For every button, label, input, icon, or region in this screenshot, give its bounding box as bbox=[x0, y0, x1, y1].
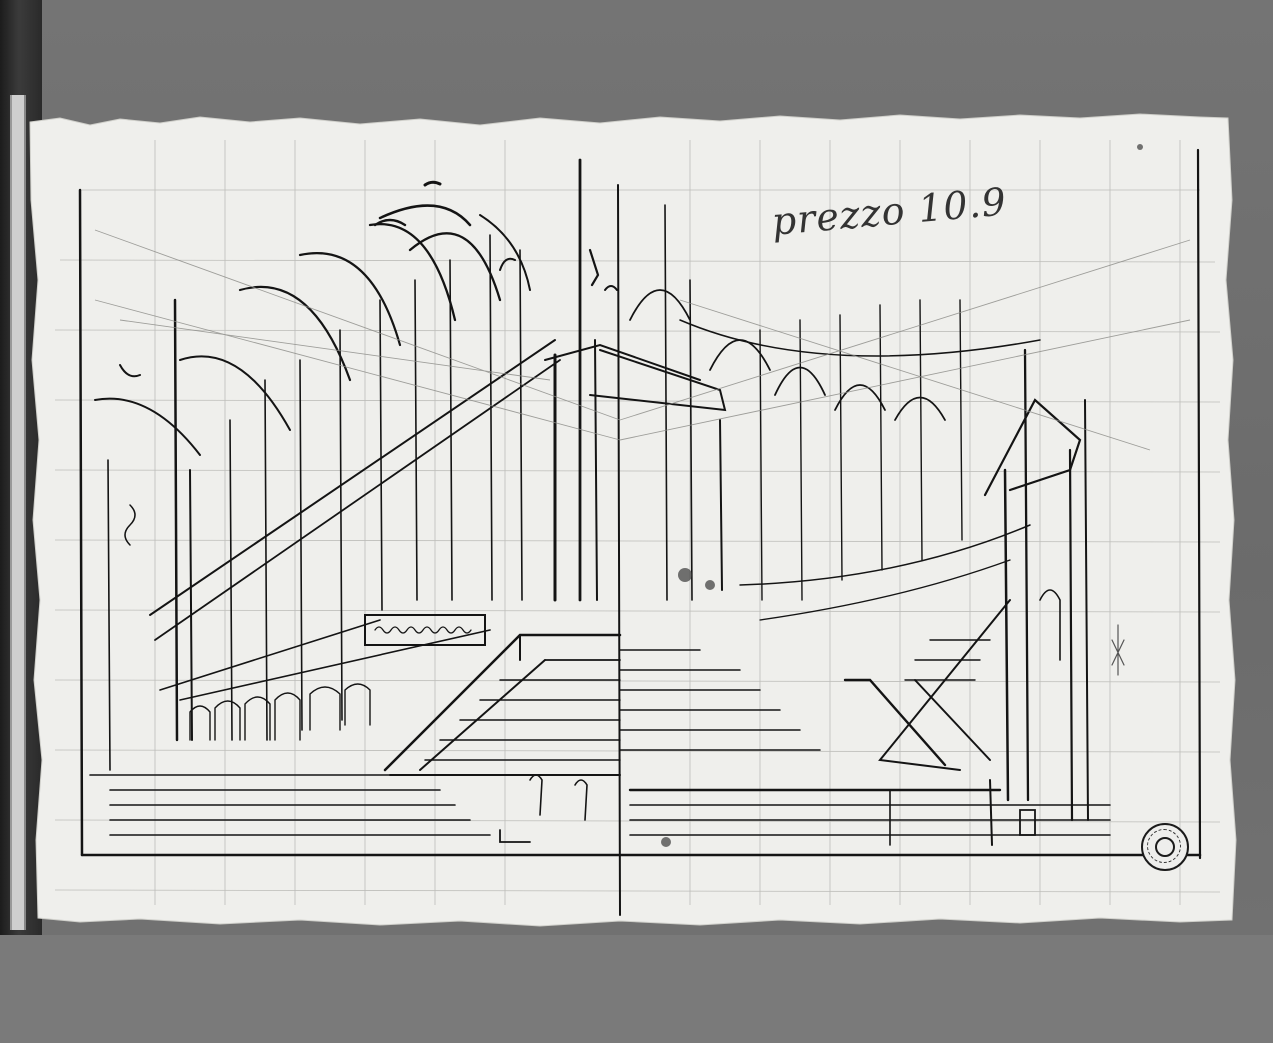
ink-blots bbox=[661, 144, 1143, 847]
background-board bbox=[0, 935, 1273, 1043]
paper-sheet bbox=[29, 113, 1237, 927]
pencil-perspective-lines bbox=[94, 229, 1191, 451]
collection-stamp bbox=[1141, 823, 1189, 871]
pen-drawing bbox=[78, 148, 1202, 916]
